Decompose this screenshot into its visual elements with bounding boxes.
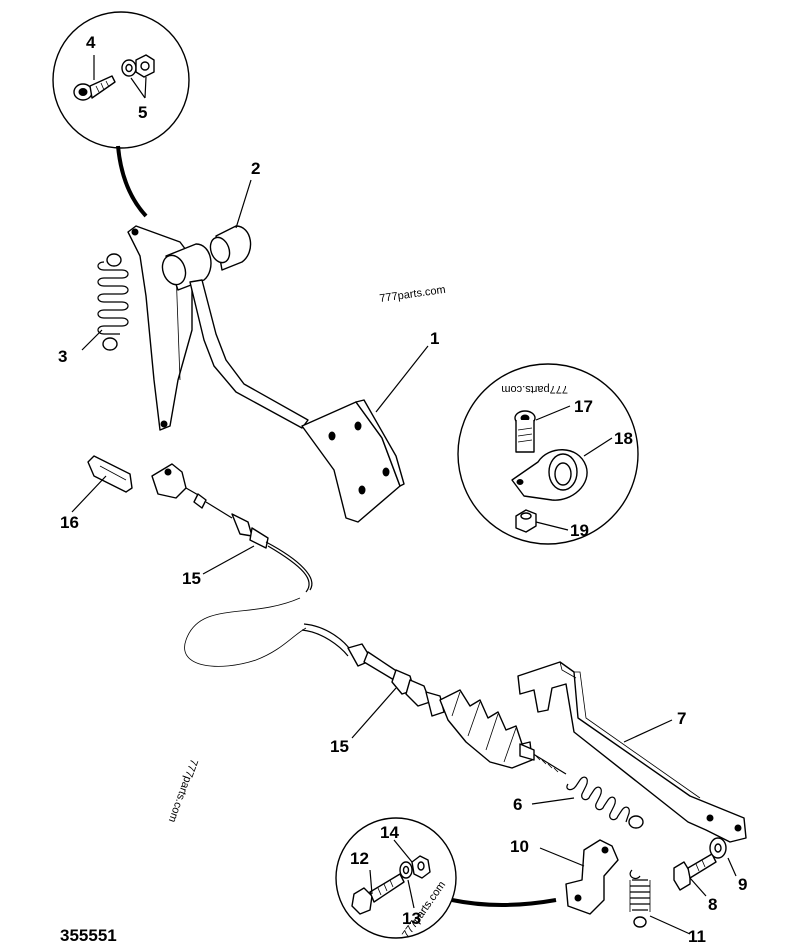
callout-17: 17 <box>574 397 593 416</box>
callout-labels: 1 2 3 4 5 6 7 8 9 10 11 12 13 14 15 15 1… <box>58 33 747 946</box>
bracket-10 <box>565 839 619 915</box>
spring-11 <box>629 869 651 928</box>
bolt-4 <box>73 75 116 101</box>
callout-19: 19 <box>570 521 589 540</box>
callout-15-lower: 15 <box>330 737 349 756</box>
cable-15-lower <box>301 623 567 775</box>
callout-16: 16 <box>60 513 79 532</box>
callout-2: 2 <box>251 159 260 178</box>
pedal-pad-1 <box>301 399 405 523</box>
detail-pointer-2 <box>451 898 557 907</box>
callout-7: 7 <box>677 709 686 728</box>
watermark: 777parts.com <box>501 383 568 395</box>
callout-13: 13 <box>402 909 421 928</box>
callout-11: 11 <box>688 927 706 946</box>
callout-15-upper: 15 <box>182 569 201 588</box>
callout-18: 18 <box>614 429 633 448</box>
detail-circle-bolt-washers <box>52 11 190 149</box>
callout-5: 5 <box>138 103 147 122</box>
detail-pointer <box>116 145 148 218</box>
callout-8: 8 <box>708 895 717 914</box>
callout-14: 14 <box>380 823 399 842</box>
cable-15-upper <box>151 463 313 593</box>
leader-lines <box>71 55 737 935</box>
bolt-8 <box>673 853 717 891</box>
pedal-arm <box>189 279 309 429</box>
spring-6 <box>566 776 644 829</box>
nut-19 <box>515 509 537 533</box>
callout-9: 9 <box>738 875 747 894</box>
callout-1: 1 <box>430 329 439 348</box>
callout-10: 10 <box>510 837 529 856</box>
bush-2 <box>161 225 252 291</box>
washer-9 <box>709 837 727 859</box>
watermark: 777parts.com <box>379 284 447 305</box>
detail-circle-bolt-nut <box>335 817 457 939</box>
spring-3 <box>97 253 129 351</box>
bracket-7 <box>517 661 747 843</box>
detail-circle-clamp <box>457 363 639 545</box>
clamp-18 <box>511 449 588 501</box>
callout-6: 6 <box>513 795 522 814</box>
callout-3: 3 <box>58 347 67 366</box>
bolt-17 <box>514 410 536 453</box>
figure-number: 355551 <box>60 926 117 945</box>
watermark: 777parts.com <box>166 757 200 824</box>
callout-4: 4 <box>86 33 96 52</box>
clip-16 <box>87 455 133 493</box>
cable-15-loop <box>184 597 307 667</box>
callout-12: 12 <box>350 849 369 868</box>
